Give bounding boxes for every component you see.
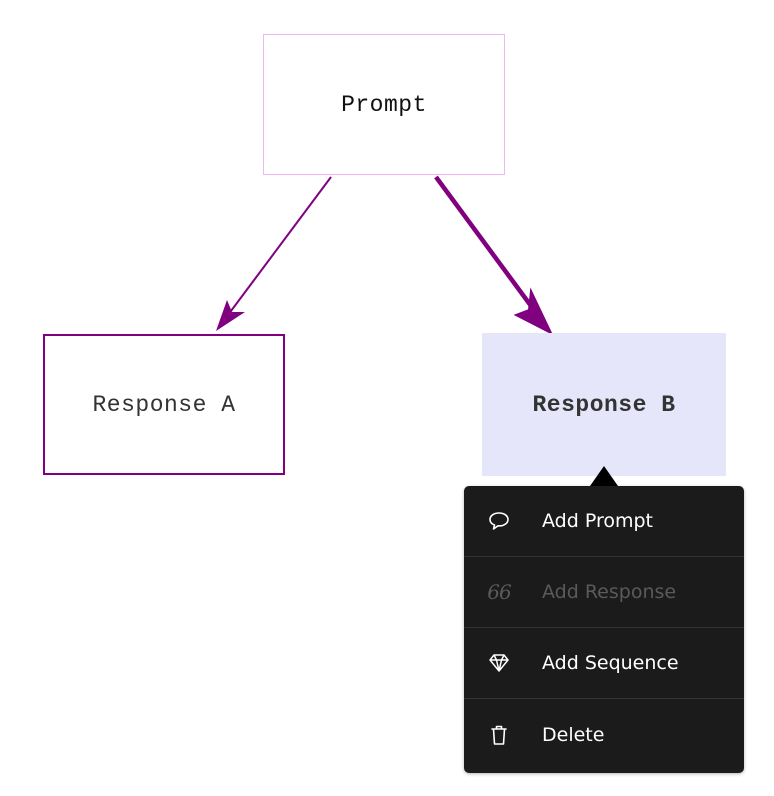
menu-item-label: Add Sequence (542, 652, 679, 674)
prompt-node[interactable]: Prompt (263, 34, 505, 175)
diamond-icon (487, 653, 511, 673)
menu-item-add-sequence[interactable]: Add Sequence (464, 628, 744, 699)
prompt-node-label: Prompt (341, 91, 427, 118)
quote-icon: 66 (487, 580, 511, 604)
edge-prompt-to-response-b[interactable] (434, 175, 554, 336)
menu-item-add-prompt[interactable]: Add Prompt (464, 486, 744, 557)
response-b-node-label: Response B (532, 391, 676, 418)
menu-item-add-response: 66 Add Response (464, 557, 744, 628)
context-menu: Add Prompt 66 Add Response Add Sequence … (464, 486, 744, 773)
menu-item-label: Add Response (542, 581, 677, 603)
menu-item-label: Add Prompt (542, 510, 653, 532)
response-a-node[interactable]: Response A (43, 334, 285, 475)
trash-icon (487, 724, 511, 746)
context-menu-caret (590, 466, 618, 486)
response-a-node-label: Response A (92, 391, 236, 418)
menu-item-label: Delete (542, 723, 605, 746)
edge-prompt-to-response-a[interactable] (216, 176, 332, 331)
menu-item-delete[interactable]: Delete (464, 699, 744, 770)
response-b-node[interactable]: Response B (482, 333, 726, 476)
speech-bubble-icon (487, 511, 511, 531)
